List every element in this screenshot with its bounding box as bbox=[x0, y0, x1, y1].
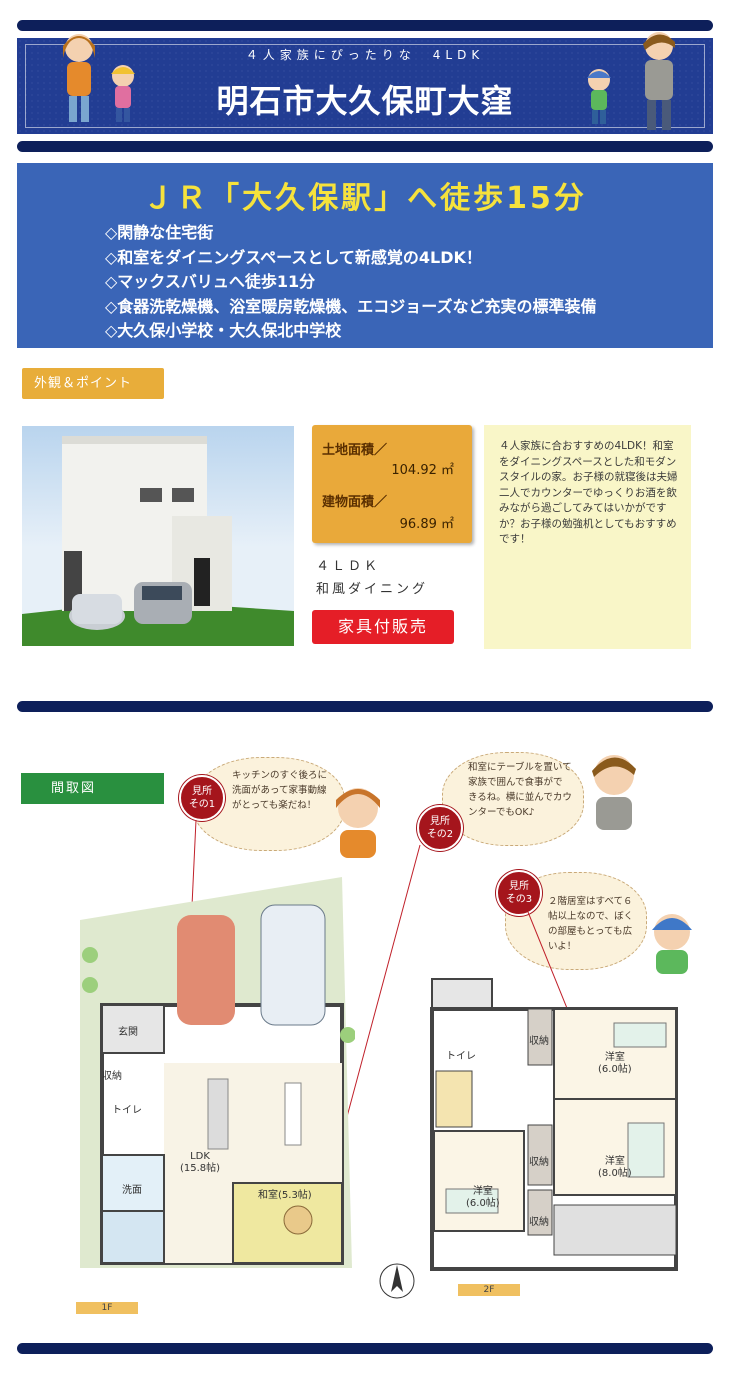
room-b-size: (8.0帖) bbox=[598, 1168, 632, 1179]
feature-list: ◇閑静な住宅街 ◇和室をダイニングスペースとして新感覚の4LDK！ ◇マックスバ… bbox=[105, 221, 597, 344]
ldk-size: (15.8帖) bbox=[180, 1163, 221, 1174]
room-c-size: (6.0帖) bbox=[466, 1198, 500, 1209]
storage-label-1f: 収納 bbox=[102, 1071, 122, 1082]
area-info-card: 土地面積／ 104.92 ㎡ 建物面積／ 96.89 ㎡ bbox=[312, 425, 472, 543]
room-c-name: 洋室 bbox=[472, 1186, 493, 1197]
point2-badge-line1: 見所 bbox=[430, 816, 450, 827]
land-area-label: 土地面積／ bbox=[322, 443, 388, 458]
toilet-label-1f: トイレ bbox=[112, 1105, 142, 1116]
exterior-section-tag: 外観＆ポイント bbox=[22, 368, 164, 399]
section-divider-bar bbox=[17, 701, 713, 712]
point1-badge-line1: 見所 bbox=[192, 786, 212, 797]
father-illustration bbox=[592, 755, 636, 830]
point2-text: 和室にテーブルを置いて家族で囲んで食事ができるね。横に並んでカウンターでもOK♪ bbox=[468, 762, 572, 818]
banner-tagline: ４人家族にぴったりな 4LDK bbox=[245, 48, 485, 62]
father-son-illustration bbox=[587, 32, 675, 130]
room-c-label: 洋室 (6.0帖) bbox=[466, 1186, 500, 1210]
room-b-label: 洋室 (8.0帖) bbox=[598, 1156, 632, 1180]
feature-item: ◇マックスバリュへ徒歩11分 bbox=[105, 272, 316, 291]
feature-item: ◇和室をダイニングスペースとして新感覚の4LDK！ bbox=[105, 247, 482, 267]
building-area-value: 96.89 ㎡ bbox=[399, 517, 454, 532]
layout-type: ４ＬＤＫ bbox=[316, 559, 381, 574]
room-a-name: 洋室 bbox=[604, 1052, 625, 1063]
storage-label-2f-2: 収納 bbox=[529, 1157, 549, 1168]
point2-badge-line2: その2 bbox=[426, 829, 454, 840]
toilet-label-2f: トイレ bbox=[446, 1051, 476, 1062]
first-floor-plan bbox=[80, 877, 355, 1268]
building-area-label: 建物面積／ bbox=[322, 495, 388, 510]
washroom-label: 洗面 bbox=[122, 1185, 142, 1196]
banner-frame bbox=[25, 44, 705, 128]
point2-badge: 見所 その2 bbox=[417, 805, 463, 851]
feature-item: ◇閑静な住宅街 bbox=[105, 223, 214, 242]
top-divider-bar bbox=[17, 20, 713, 31]
point3-badge-line1: 見所 bbox=[509, 881, 529, 892]
mother-child-illustration bbox=[63, 34, 135, 122]
point3-text: ２階居室はすべて６帖以上なので、ぼくの部屋もとっても広いよ！ bbox=[548, 896, 634, 952]
house-illustration bbox=[22, 436, 294, 646]
first-floor-tag: 1F bbox=[76, 1302, 138, 1314]
storage-label-2f-3: 収納 bbox=[529, 1217, 549, 1228]
second-floor-plan bbox=[430, 978, 678, 1271]
point3-badge: 見所 その3 bbox=[496, 870, 542, 916]
memo-text: ４人家族に合おすすめの4LDK！和室をダイニングスペースとした和モダンスタイルの… bbox=[499, 440, 678, 545]
point1-text: キッチンのすぐ後ろに洗面があって家事動線がとっても楽だね！ bbox=[232, 770, 328, 811]
feature-item: ◇大久保小学校・大久保北中学校 bbox=[105, 321, 342, 340]
exterior-rendering bbox=[22, 426, 294, 646]
boy-illustration bbox=[652, 914, 692, 974]
room-b-name: 洋室 bbox=[604, 1156, 625, 1167]
feature-item: ◇食器洗乾燥機、浴室暖房乾燥機、エコジョーズなど充実の標準装備 bbox=[105, 296, 597, 316]
room-a-size: (6.0帖) bbox=[598, 1064, 632, 1075]
station-access-headline: ＪＲ「大久保駅」へ徒歩15分 bbox=[143, 181, 587, 216]
storage-label-2f-1: 収納 bbox=[529, 1036, 549, 1047]
entrance-label: 玄関 bbox=[118, 1027, 138, 1038]
furnished-sale-button[interactable]: 家具付販売 bbox=[312, 610, 454, 644]
ldk-label: LDK (15.8帖) bbox=[180, 1151, 220, 1175]
dining-style: 和風ダイニング bbox=[316, 582, 429, 597]
north-compass-icon bbox=[379, 1263, 415, 1299]
access-info-box: ＪＲ「大久保駅」へ徒歩15分 ◇閑静な住宅街 ◇和室をダイニングスペースとして新… bbox=[17, 163, 713, 348]
land-area-value: 104.92 ㎡ bbox=[391, 463, 454, 478]
bottom-divider-bar bbox=[17, 1343, 713, 1354]
point1-badge: 見所 その1 bbox=[179, 775, 225, 821]
recommendation-memo: ４人家族に合おすすめの4LDK！和室をダイニングスペースとした和モダンスタイルの… bbox=[484, 425, 691, 649]
girl-illustration bbox=[336, 788, 380, 858]
floorplan-section-tag: 間取図 bbox=[21, 773, 164, 804]
point3-badge-line2: その3 bbox=[505, 894, 533, 905]
room-a-label: 洋室 (6.0帖) bbox=[598, 1052, 632, 1076]
second-floor-tag: 2F bbox=[458, 1284, 520, 1296]
banner-bottom-bar bbox=[17, 141, 713, 152]
washitsu-label: 和室(5.3帖) bbox=[258, 1190, 312, 1201]
banner-title: 明石市大久保町大窪 bbox=[216, 82, 514, 120]
point1-badge-line2: その1 bbox=[188, 799, 216, 810]
point2-speech-cloud bbox=[442, 752, 584, 846]
title-banner: ４人家族にぴったりな 4LDK 明石市大久保町大窪 bbox=[17, 32, 713, 134]
ldk-name: LDK bbox=[190, 1151, 210, 1162]
